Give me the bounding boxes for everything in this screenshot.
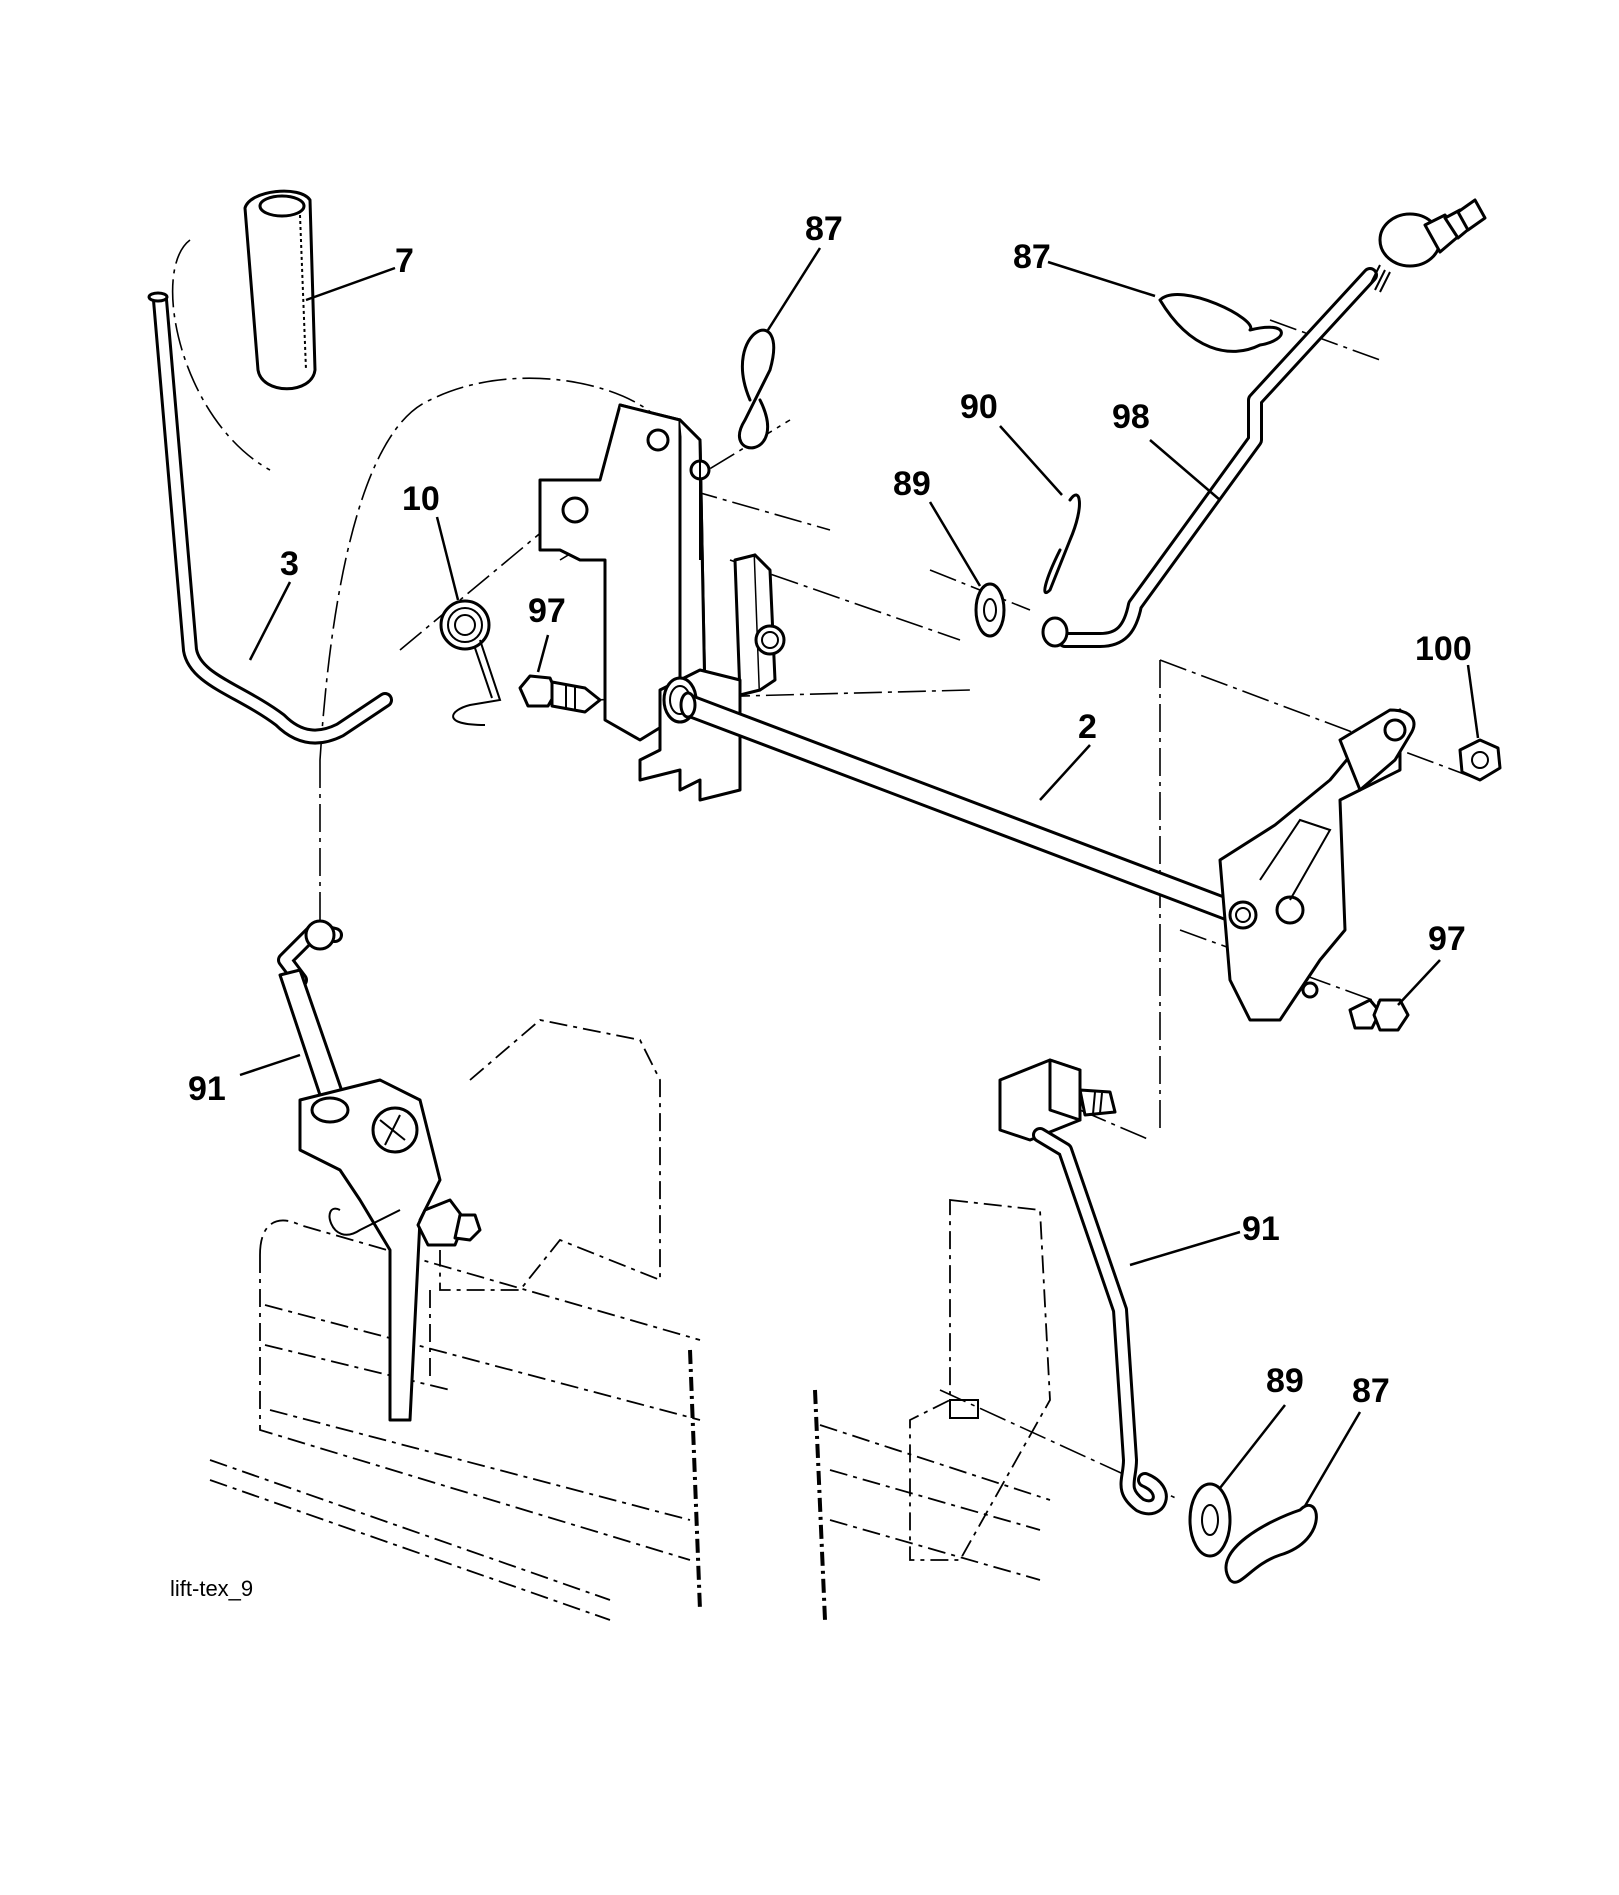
callout-3: 3: [280, 545, 299, 583]
center-lines: [171, 239, 1481, 1501]
callout-97-right: 97: [1428, 920, 1466, 958]
callout-87-right: 87: [1013, 238, 1051, 276]
nut-100: [1458, 738, 1502, 782]
callout-90: 90: [960, 388, 998, 426]
lift-handle-rod-3: [147, 291, 393, 745]
callout-10: 10: [402, 480, 440, 518]
callout-7: 7: [395, 242, 414, 280]
shoulder-bolt-97-right: [1348, 998, 1410, 1032]
adjustment-rod-98: [1041, 198, 1487, 648]
callout-100: 100: [1415, 630, 1472, 668]
callout-91-left: 91: [188, 1070, 226, 1108]
lift-link-91-right: [998, 1058, 1168, 1516]
callout-89-top: 89: [893, 465, 931, 503]
washer-89-bottom: [1188, 1482, 1232, 1558]
spring-10: [439, 599, 502, 726]
callout-labels: 7 3 10 97 87 87 90 98 89 100 2 97 91 91 …: [188, 210, 1472, 1410]
washer-89-top: [974, 582, 1006, 638]
callout-87-bottom: 87: [1352, 1372, 1390, 1410]
grip-7: [243, 189, 317, 391]
callout-97-left: 97: [528, 592, 566, 630]
callout-89-bottom: 89: [1266, 1362, 1304, 1400]
callout-87-top: 87: [805, 210, 843, 248]
hair-pin-clip-87-bottom: [1224, 1503, 1318, 1584]
left-lift-bracket: [538, 403, 786, 802]
leader-lines: [239, 247, 1480, 1507]
right-lift-arm: [1218, 708, 1416, 1022]
cotter-pin-90: [1043, 493, 1081, 594]
lift-link-91-left: [277, 919, 482, 1422]
shoulder-bolt-97-left: [518, 674, 602, 714]
hair-pin-clip-87-right: [1158, 293, 1283, 353]
mower-deck-outline: [209, 1019, 1051, 1621]
figure-caption: lift-tex_9: [170, 1576, 253, 1601]
callout-2: 2: [1078, 708, 1097, 746]
callout-98: 98: [1112, 398, 1150, 436]
callout-91-right: 91: [1242, 1210, 1280, 1248]
hair-pin-clip-87-top: [738, 328, 776, 450]
